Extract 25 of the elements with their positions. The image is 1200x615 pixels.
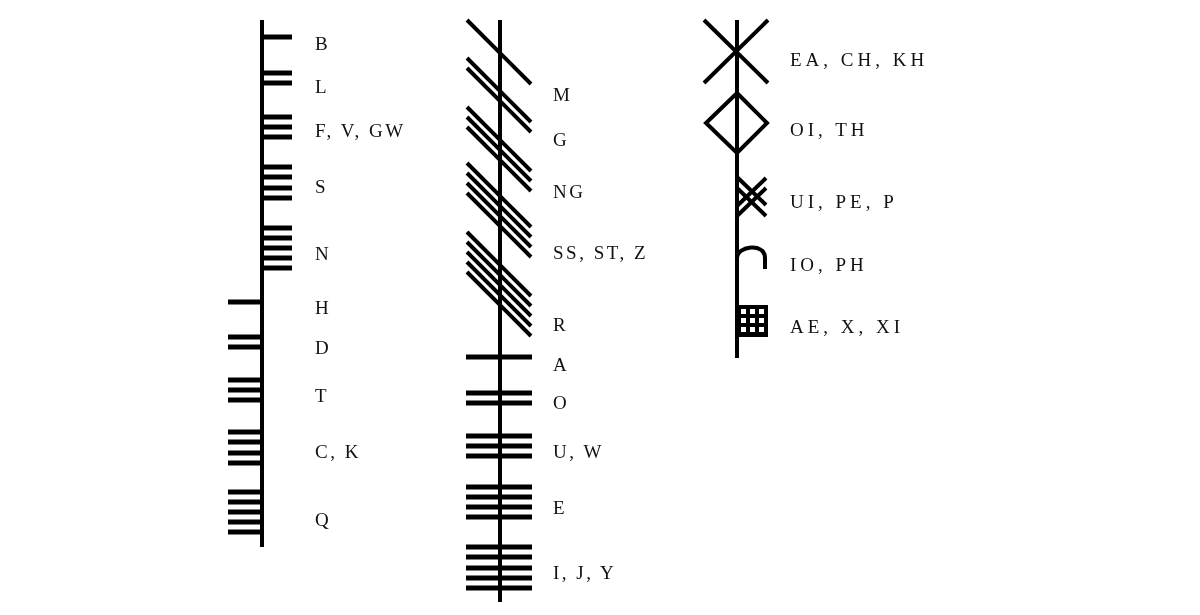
letter-label: I, J, Y	[553, 562, 617, 584]
letter-label: M	[553, 84, 573, 106]
letter-label: E	[553, 497, 568, 519]
letter-label: O	[553, 392, 570, 414]
letter-label: NG	[553, 181, 586, 203]
letter-label: N	[315, 243, 332, 265]
letter-label: T	[315, 385, 330, 407]
letter-label: H	[315, 297, 332, 319]
letter-label: R	[553, 314, 569, 336]
letter-label: IO, PH	[790, 254, 868, 276]
letter-label: D	[315, 337, 332, 359]
letter-label: SS, ST, Z	[553, 242, 648, 264]
letter-label: EA, CH, KH	[790, 49, 929, 71]
letter-label: A	[553, 354, 570, 376]
letter-label: AE, X, XI	[790, 316, 905, 338]
letter-label: C, K	[315, 441, 361, 463]
letter-label: UI, PE, P	[790, 191, 898, 213]
letter-label: OI, TH	[790, 119, 869, 141]
letter-label: F, V, GW	[315, 120, 406, 142]
letter-label: Q	[315, 509, 332, 531]
letter-label: G	[553, 129, 570, 151]
letter-label: B	[315, 33, 331, 55]
letter-label: L	[315, 76, 330, 98]
letter-label: U, W	[553, 441, 604, 463]
letter-label: S	[315, 176, 329, 198]
